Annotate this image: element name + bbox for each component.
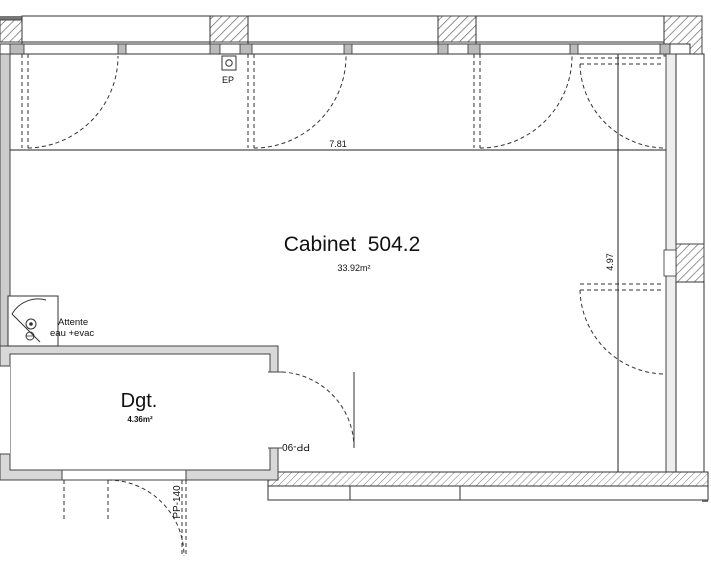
top-pier-1 xyxy=(0,19,23,43)
right-pier xyxy=(675,243,705,283)
room-title-dgt: Dgt. xyxy=(121,390,158,412)
door-code-pp140: PP-140 xyxy=(172,485,183,519)
sink-fixture: Attente eau +evac xyxy=(7,295,94,347)
right-wall xyxy=(663,53,708,502)
ep-label: EP xyxy=(222,75,234,85)
window-3 xyxy=(475,15,665,45)
room-area-dgt: 4.36m² xyxy=(127,415,153,424)
window-2 xyxy=(247,15,439,45)
sink-label-1: Attente xyxy=(58,317,88,328)
top-pier-3 xyxy=(437,15,477,43)
room-title-cabinet: Cabinet 504.2 xyxy=(284,233,421,256)
top-pier-2 xyxy=(209,15,249,43)
top-wall xyxy=(0,15,703,57)
dimension-depth: 4.97 xyxy=(605,54,619,472)
ep-fixture: EP xyxy=(221,55,237,85)
dimension-width-label: 7.81 xyxy=(329,139,347,149)
room-area-cabinet: 33.92m² xyxy=(337,263,370,273)
dgt-room xyxy=(0,345,282,481)
drain-icon xyxy=(25,318,37,330)
door-code-pp90: PP-90 xyxy=(282,441,310,452)
bottom-wall xyxy=(267,471,709,501)
dimension-depth-label: 4.97 xyxy=(605,253,615,271)
dimension-width: 7.81 xyxy=(10,139,666,151)
door-swings xyxy=(21,54,665,557)
window-1 xyxy=(21,15,211,45)
sink-label-2: eau +evac xyxy=(50,328,94,339)
